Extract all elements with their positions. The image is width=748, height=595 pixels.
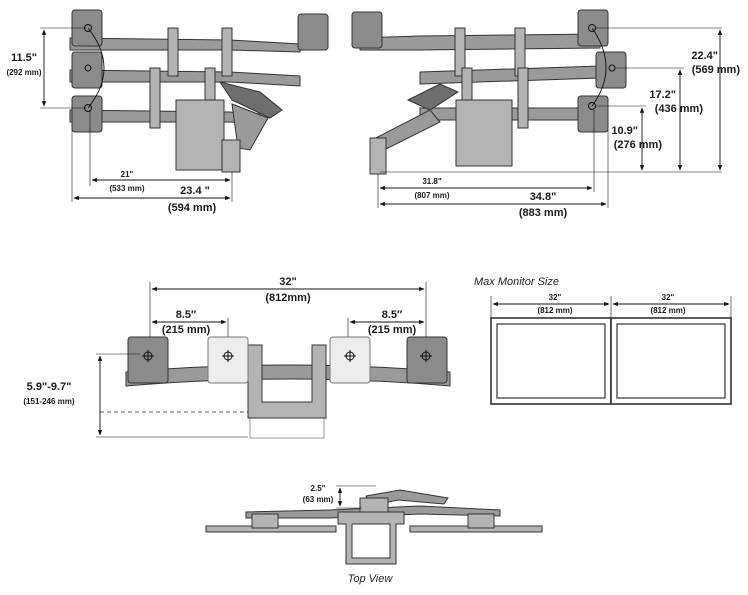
right-reach-long-imperial: 34.8": [530, 191, 557, 203]
left-reach-short-metric: (533 mm): [109, 184, 144, 193]
front-right-offset-imperial: 8.5″: [382, 309, 403, 321]
right-height-top-metric: (569 mm): [692, 64, 741, 76]
left-reach-long-metric: (594 mm): [168, 202, 217, 214]
front-left-offset-imperial: 8.5″: [176, 309, 197, 321]
monitor-right-screen: [616, 323, 726, 399]
right-height-top-imperial: 22.4": [691, 50, 718, 62]
right-height-mid-metric: (436 mm): [655, 103, 704, 115]
front-vertical-metric: (151-246 mm): [23, 397, 74, 406]
front-vertical-imperial: 5.9"-9.7": [27, 381, 72, 393]
left-height-imperial: 11.5": [11, 52, 37, 64]
right-side-view: 22.4" (569 mm) 17.2" (436 mm) 10.9" (276…: [351, 9, 741, 219]
right-reach-short-imperial: 31.8": [422, 177, 442, 186]
front-right-offset-metric: (215 mm): [368, 324, 417, 336]
right-height-mid-imperial: 17.2": [649, 89, 676, 101]
right-height-low-metric: (276 mm): [614, 139, 663, 151]
top-depth-metric: (63 mm): [303, 495, 334, 504]
left-height-metric: (292 mm): [6, 68, 41, 77]
front-left-offset-metric: (215 mm): [162, 324, 211, 336]
right-reach-short-metric: (807 mm): [414, 191, 449, 200]
right-height-low-imperial: 10.9": [611, 125, 638, 137]
monitor-right-metric: (812 mm): [650, 306, 685, 315]
front-span-metric: (812mm): [265, 292, 311, 304]
left-side-view: 11.5" (292 mm) 21" (533 mm) 23.4 " (594 …: [6, 9, 329, 214]
monitor-right-imperial: 32": [662, 293, 675, 302]
max-monitor-size: Max Monitor Size 32" (812 mm) 32" (812 m…: [474, 276, 732, 405]
front-span-imperial: 32": [279, 276, 296, 288]
left-reach-long-imperial: 23.4 ": [180, 185, 210, 197]
max-monitor-title: Max Monitor Size: [474, 276, 559, 288]
top-view-caption: Top View: [348, 573, 394, 585]
front-view: 32" (812mm) 8.5″ (215 mm) 8.5″ (215 mm): [23, 276, 451, 439]
right-reach-long-metric: (883 mm): [519, 207, 568, 219]
monitor-left-metric: (812 mm): [537, 306, 572, 315]
top-depth-imperial: 2.5": [311, 484, 326, 493]
monitor-left-screen: [496, 323, 606, 399]
left-reach-short-imperial: 21": [121, 170, 134, 179]
top-view: 2.5" (63 mm) Top View: [205, 484, 543, 585]
monitor-left-imperial: 32": [549, 293, 562, 302]
